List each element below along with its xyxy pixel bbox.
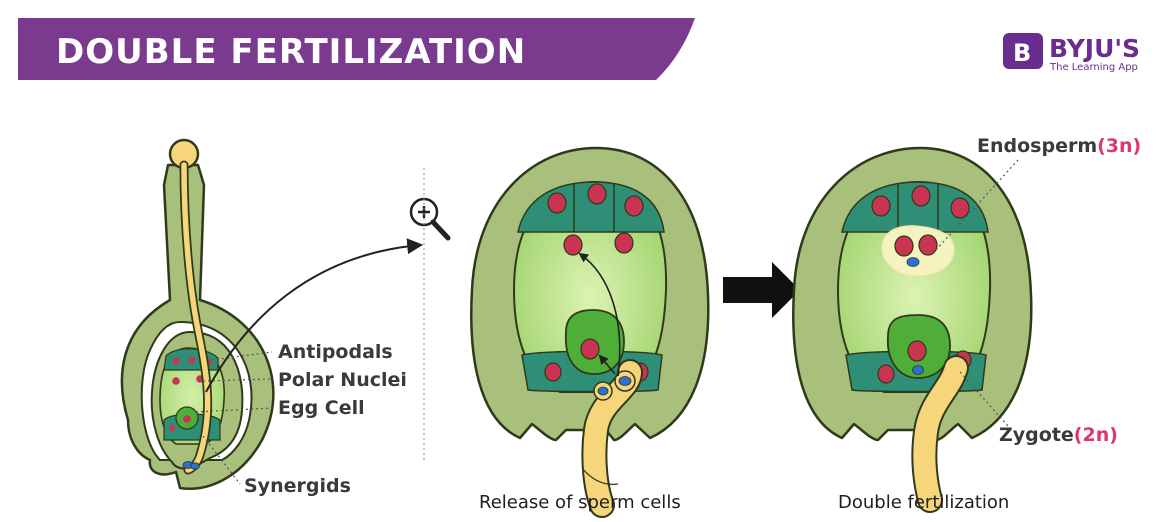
antipodal-cells [517,181,665,233]
label-zygote-ploidy: (2n) [1074,424,1118,446]
synergid-nucleus [544,362,562,382]
label-polar-nuclei: Polar Nuclei [278,369,407,391]
endosperm-nucleus-region [881,225,955,277]
egg-nucleus [580,338,600,360]
sperm-nucleus [912,365,924,375]
synergid-nucleus-small [168,424,176,432]
caption-double-fertilization: Double fertilization [838,492,1009,513]
label-zygote: Zygote(2n) [999,424,1118,446]
pollen-tube [913,357,967,511]
leader-antipodals [211,351,273,361]
antipodal-nucleus [624,195,644,217]
leader-zygote [959,371,1009,427]
brand-logo-letter: B [1013,39,1031,67]
antipodal-nucleus [950,197,970,219]
caption-release-of-sperm-cells: Release of sperm cells [479,492,681,513]
brand-logo: B BYJU'S The Learning App [1003,33,1140,73]
synergid-nucleus [877,364,895,384]
page-title: DOUBLE FERTILIZATION [56,32,526,72]
zoom-arrow [205,238,424,393]
label-egg-cell: Egg Cell [278,397,365,419]
sperm-cell-small [190,462,200,470]
sperm-nucleus [597,386,609,396]
label-endosperm-ploidy: (3n) [1097,135,1141,157]
label-endosperm-name: Endosperm [977,135,1097,157]
antipodal-nucleus [547,192,567,214]
title-banner: DOUBLE FERTILIZATION [18,18,695,80]
brand-tagline: The Learning App [1049,62,1138,73]
polar-nucleus-small [172,377,180,385]
antipodal-nucleus [172,357,180,365]
arrow-right-icon [723,262,800,318]
polar-nucleus [563,234,583,256]
ovule-fertilized [792,146,1033,513]
polar-nucleus [894,235,914,257]
pistil [120,138,275,490]
antipodal-nucleus [871,195,891,217]
antipodal-nucleus [188,356,196,364]
brand-logo-mark [1003,33,1043,69]
label-zygote-name: Zygote [999,424,1074,446]
label-endosperm: Endosperm(3n) [977,135,1141,157]
zygote-nucleus [907,340,927,362]
sperm-nucleus [618,376,632,386]
label-synergids: Synergids [244,475,351,497]
leader-polar-nuclei [202,378,273,382]
polar-nucleus [918,234,938,256]
sperm-nucleus [906,257,920,267]
label-antipodals: Antipodals [278,341,393,363]
sperm-path-arrow [598,354,616,375]
ovule-release [470,146,710,518]
egg-nucleus-small [183,415,191,423]
polar-nucleus [614,232,634,254]
pollen-tube-fold [581,467,619,485]
brand-name: BYJU'S [1049,34,1140,63]
leader-endosperm [935,159,1019,251]
magnify-plus-icon [409,197,451,241]
leader-synergids [199,431,241,485]
sperm-path-arrow [578,252,621,377]
antipodal-cells [841,181,989,233]
antipodal-nucleus [911,185,931,207]
antipodal-nucleus [587,183,607,205]
